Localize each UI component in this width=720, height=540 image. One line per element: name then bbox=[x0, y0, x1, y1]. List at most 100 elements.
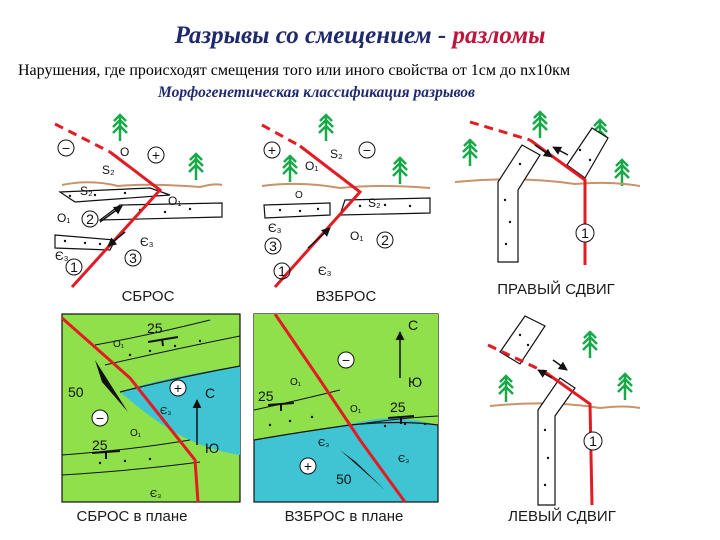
layer-label-s2: S₂ bbox=[368, 196, 381, 210]
movement-arrow bbox=[552, 146, 569, 156]
normal-fault-section: − + O S₂ S₂ O₁ O₁ Є₃ Є₃ 2 3 1 СБРОС bbox=[54, 113, 223, 305]
map-zone-cyan bbox=[120, 366, 240, 455]
rock-layer bbox=[58, 187, 171, 203]
tree-icon bbox=[531, 110, 549, 140]
tree-icon bbox=[391, 156, 409, 186]
layer-label-s2: S₂ bbox=[80, 184, 93, 198]
offset-stratum bbox=[566, 127, 609, 179]
contact-line bbox=[104, 335, 241, 366]
tree-icon bbox=[461, 138, 479, 168]
rock-dots bbox=[503, 148, 592, 246]
contact-line bbox=[359, 415, 439, 425]
tree-icon bbox=[613, 158, 631, 188]
fault-line bbox=[70, 150, 163, 289]
dip-angle-label: 25 bbox=[258, 388, 274, 404]
rock-layer bbox=[263, 202, 331, 219]
block-number-1: 1 bbox=[278, 263, 286, 279]
caption-normal-fault-plan: СБРОС в плане bbox=[77, 508, 188, 525]
title-accent: разломы bbox=[452, 22, 546, 49]
layer-label-e3: Є₃ bbox=[160, 406, 171, 417]
tree-icon bbox=[317, 113, 335, 143]
layer-label-o1: O₁ bbox=[113, 339, 125, 350]
layer-label-e3: Є₃ bbox=[318, 438, 329, 449]
layer-label-e3: Є₃ bbox=[268, 221, 282, 235]
layer-label-o1: O₁ bbox=[290, 377, 302, 388]
rock-dots bbox=[268, 415, 427, 428]
plus-label: + bbox=[174, 380, 182, 396]
dip-angle-label: 50 bbox=[336, 471, 352, 487]
fault-line bbox=[273, 313, 407, 503]
minus-label: − bbox=[342, 352, 350, 368]
fault-trace bbox=[261, 123, 301, 148]
normal-fault-plan-map: 25 50 25 O₁ Є₃ O₁ Є₃ + − С Ю СБРОС в пла… bbox=[61, 313, 241, 525]
layer-label-s2: S₂ bbox=[102, 163, 115, 177]
reverse-fault-section: + − O₁ S₂ O S₂ O₁ Є₃ Є₃ 3 2 1 ВЗБРОС bbox=[261, 113, 431, 305]
reverse-fault-plan-map: 25 25 50 O₁ O₁ Є₃ Є₃ − + С Ю ВЗБРОС в пл… bbox=[253, 313, 439, 525]
tree-icon bbox=[111, 113, 129, 143]
ground-surface bbox=[261, 182, 431, 190]
movement-arrow bbox=[307, 227, 331, 249]
tree-icon bbox=[281, 154, 299, 184]
rock-dots bbox=[518, 333, 550, 487]
ground-surface bbox=[489, 402, 641, 410]
minus-label: − bbox=[96, 410, 104, 426]
dip-angle-label: 25 bbox=[390, 399, 406, 415]
plus-label: + bbox=[268, 142, 276, 158]
contact-line bbox=[61, 461, 201, 476]
block-number-1: 1 bbox=[70, 259, 78, 275]
layer-label-o: O bbox=[295, 190, 303, 201]
tree-icon bbox=[497, 374, 515, 404]
fault-line bbox=[544, 370, 594, 506]
layer-label-o1: O₁ bbox=[350, 229, 363, 243]
dip-angle-label: 25 bbox=[147, 320, 163, 336]
north-label: С bbox=[205, 385, 215, 401]
page-title: Разрывы со смещением - разломы bbox=[0, 22, 720, 50]
ground-surface bbox=[454, 178, 641, 187]
plus-label: + bbox=[304, 458, 312, 474]
north-label: С bbox=[408, 317, 418, 333]
title-main: Разрывы со смещением - bbox=[174, 22, 453, 49]
tree-icon bbox=[581, 330, 599, 360]
caption-reverse-fault: ВЗБРОС bbox=[316, 288, 377, 305]
minus-label: − bbox=[62, 140, 70, 156]
fault-line bbox=[61, 316, 200, 503]
layer-label-s2: S₂ bbox=[330, 147, 343, 161]
layer-label-o1: O₁ bbox=[168, 194, 181, 208]
block-number-3: 3 bbox=[269, 238, 277, 254]
minus-label: − bbox=[363, 142, 371, 158]
contact-line bbox=[253, 389, 341, 411]
fault-trace bbox=[487, 343, 546, 374]
block-number-2: 2 bbox=[381, 232, 389, 248]
block-number-3: 3 bbox=[129, 250, 137, 266]
dip-angle-label: 25 bbox=[92, 437, 108, 453]
layer-label-e3: Є₃ bbox=[398, 454, 409, 465]
left-strike-slip: 1 ЛЕВЫЙ СДВИГ bbox=[487, 315, 641, 525]
movement-arrow bbox=[99, 205, 123, 223]
dip-arrow bbox=[340, 450, 385, 490]
map-zone-green bbox=[254, 314, 438, 440]
tree-icon bbox=[616, 372, 634, 402]
block-number-2: 2 bbox=[86, 211, 94, 227]
dip-arrow bbox=[95, 360, 128, 412]
layer-label-e3: Є₃ bbox=[55, 249, 69, 263]
caption-right-strike-slip: ПРАВЫЙ СДВИГ bbox=[497, 280, 615, 298]
rock-dots bbox=[98, 339, 202, 465]
movement-arrow bbox=[552, 359, 568, 371]
fault-number-1: 1 bbox=[581, 225, 589, 241]
fault-trace bbox=[469, 120, 531, 142]
movement-arrow bbox=[534, 144, 553, 158]
layer-label-e3: Є₃ bbox=[140, 235, 154, 249]
offset-stratum bbox=[497, 144, 541, 263]
caption-normal-fault: СБРОС bbox=[122, 288, 175, 305]
plus-label: + bbox=[152, 147, 160, 163]
caption-reverse-fault-plan: ВЗБРОС в плане bbox=[285, 508, 404, 525]
layer-label-e3: Є₃ bbox=[318, 264, 332, 278]
south-label: Ю bbox=[205, 440, 219, 456]
offset-stratum bbox=[499, 315, 546, 365]
contact-line bbox=[94, 319, 211, 346]
south-label: Ю bbox=[408, 374, 422, 390]
layer-label-o1: O₁ bbox=[57, 211, 70, 225]
classification-heading: Морфогенетическая классификация разрывов bbox=[158, 84, 475, 101]
subtitle: Нарушения, где происходят смещения того … bbox=[18, 62, 571, 79]
